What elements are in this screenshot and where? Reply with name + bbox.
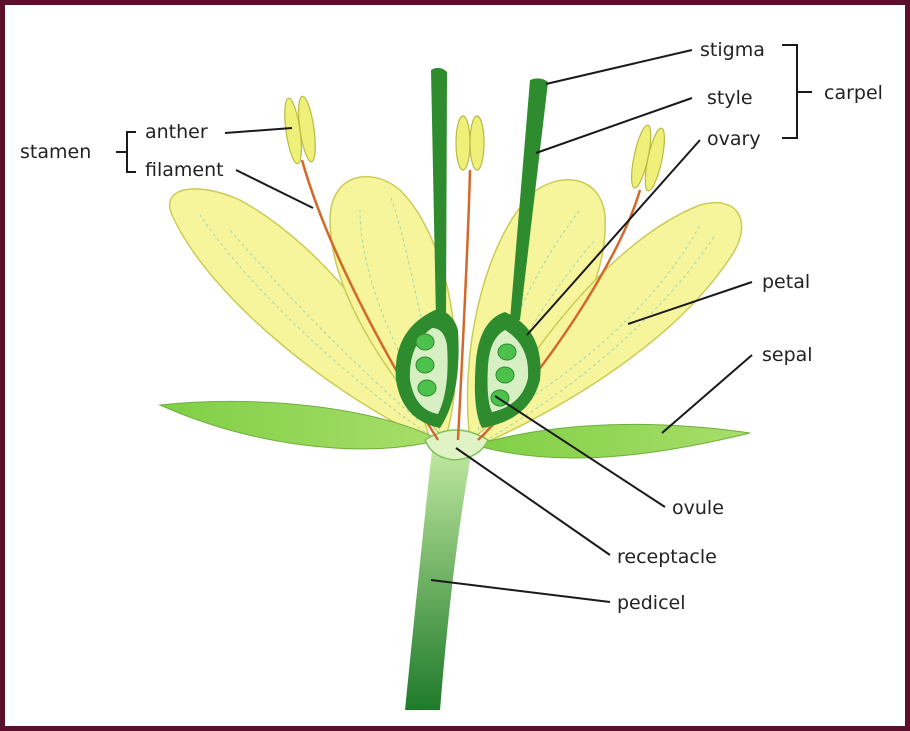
anthers [282,95,669,192]
label-sepal: sepal [762,344,813,366]
label-petal: petal [762,271,810,293]
filament-leader [236,170,313,208]
anther-left [282,95,319,164]
label-receptacle: receptacle [617,546,717,568]
stamen-bracket [127,132,136,172]
label-pedicel: pedicel [617,592,686,614]
label-style: style [707,87,753,109]
label-ovary: ovary [707,128,761,150]
sepal-right [475,424,750,458]
anther-center [456,116,484,170]
style-leader [536,98,692,153]
pedicel-leader [431,580,610,602]
sepal-leader [662,355,752,433]
label-filament: filament [145,159,224,181]
stigma-leader [546,50,692,84]
label-carpel: carpel [824,82,883,104]
label-stamen: stamen [20,141,91,163]
label-stigma: stigma [700,39,765,61]
carpel-bracket [782,45,797,138]
label-ovule: ovule [672,497,724,519]
anther-leader [225,128,292,133]
receptacle-leader [456,448,610,555]
label-anther: anther [145,121,208,143]
